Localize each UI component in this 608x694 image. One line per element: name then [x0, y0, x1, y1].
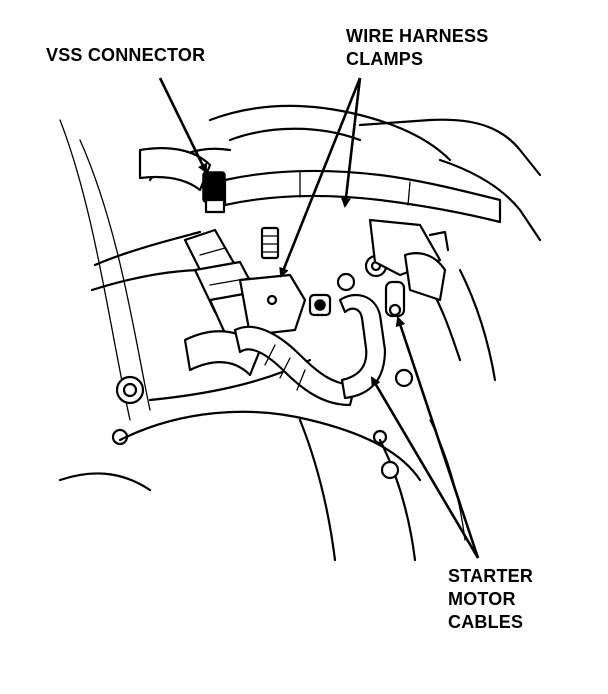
starter-motor-cables-label: STARTER MOTOR CABLES	[448, 565, 533, 634]
left-pipe	[138, 147, 212, 192]
vss-connector-text: VSS CONNECTOR	[46, 45, 206, 65]
mount-bracket	[368, 218, 450, 302]
starter-leader-1	[370, 376, 480, 559]
lower-hose	[183, 325, 357, 407]
wire-harness-clamps-label: WIRE HARNESS CLAMPS	[346, 25, 488, 71]
wire-clamp-leader-2	[340, 77, 362, 208]
vss-leader	[158, 77, 208, 174]
vss-connector-part	[202, 171, 226, 214]
wire-harness-text-line1: WIRE HARNESS	[346, 26, 489, 46]
starter-text-line1: STARTER	[448, 566, 534, 586]
starter-cable-left	[338, 293, 387, 400]
coolant-hose	[223, 169, 502, 224]
starter-cable-right	[384, 280, 406, 318]
starter-leader-2	[395, 316, 480, 559]
wire-harness-text-line2: CLAMPS	[346, 49, 424, 69]
engine-block-outline	[58, 104, 542, 562]
starter-text-line3: CABLES	[448, 612, 524, 632]
vss-connector-label: VSS CONNECTOR	[46, 44, 205, 67]
wire-clamp-leader-1	[279, 77, 362, 278]
starter-text-line2: MOTOR	[448, 589, 516, 609]
